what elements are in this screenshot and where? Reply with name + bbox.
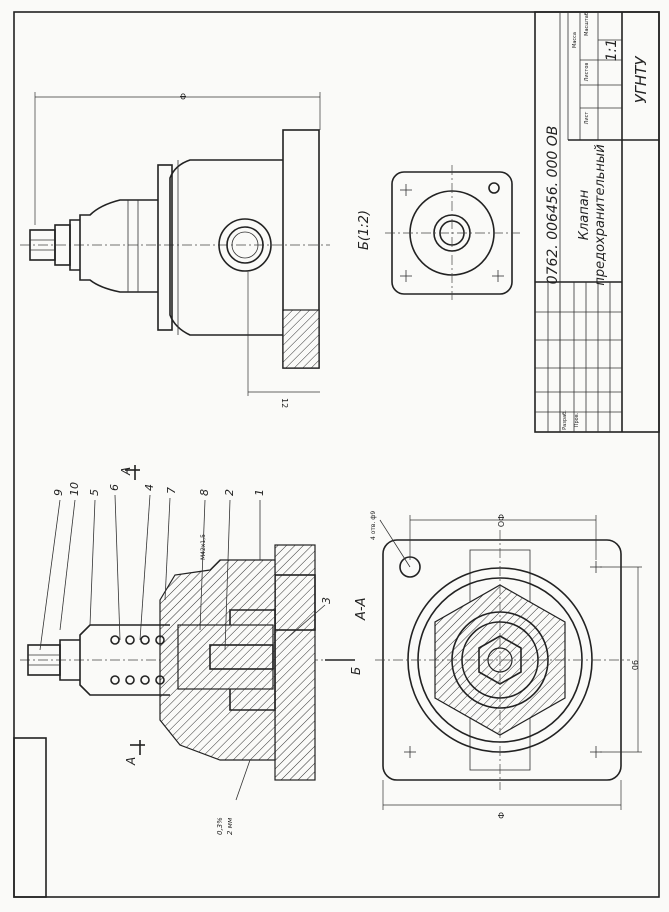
arrow-b-label: Б [349,667,363,675]
front-view: Ф 12 [20,92,330,408]
callout-9: 9 [52,489,65,496]
callout-5: 5 [88,489,101,496]
dimension-height-text-2: 90 [630,660,639,670]
section-label: А-А [354,598,369,621]
part-name-line1: Клапан [577,189,592,240]
cut-a-top-label: А [119,467,133,476]
callout-8: 8 [198,489,211,496]
designation-text: 0762. 006456. 000 ОВ [545,126,561,285]
margin-stamp [13,737,47,898]
title-block: 0762. 006456. 000 ОВ Клапан предохраните… [534,11,660,433]
section-a-a: А-А А А Б 9 10 5 6 4 7 8 2 1 3 М [20,465,369,835]
roughness-note: 0,3% [216,817,224,835]
dimension-height-text: Ф [178,93,187,100]
callout-2: 2 [223,489,236,496]
callout-10: 10 [68,482,81,496]
roughness-note-2: 2 мм [226,817,234,835]
row-razrab: Разраб. [562,410,568,430]
callout-7: 7 [165,487,178,494]
callout-1: 1 [253,489,266,496]
part-name-line2: предохранительный [593,144,608,285]
column-sheet: Лист [584,112,590,125]
cut-a-bottom-label: А [124,757,138,766]
view-b-label: Б(1:2) [357,210,372,250]
column-mass: Масса [572,32,578,48]
column-scale: Масштаб [584,12,590,36]
holes-note: 4 отв. ф9 [370,511,377,540]
scale-value: 1:1 [604,39,620,62]
dimension-width-text: ФО [496,514,505,527]
column-sheets: Листов [584,63,590,82]
plan-view: 4 отв. ф9 ФО 90 Ф [370,511,642,819]
sheet-frame [13,11,660,898]
dimension-flange-text: 12 [280,398,289,408]
callout-6: 6 [108,484,121,491]
organization-text: УГНТУ [632,56,650,104]
callout-4: 4 [143,484,156,491]
thread-note: М42х1,5 [200,534,207,560]
view-b: Б(1:2) [357,165,520,300]
dimension-overall-text: Ф [496,812,505,819]
callout-3: 3 [320,597,333,604]
row-prov: Пров. [574,412,580,427]
